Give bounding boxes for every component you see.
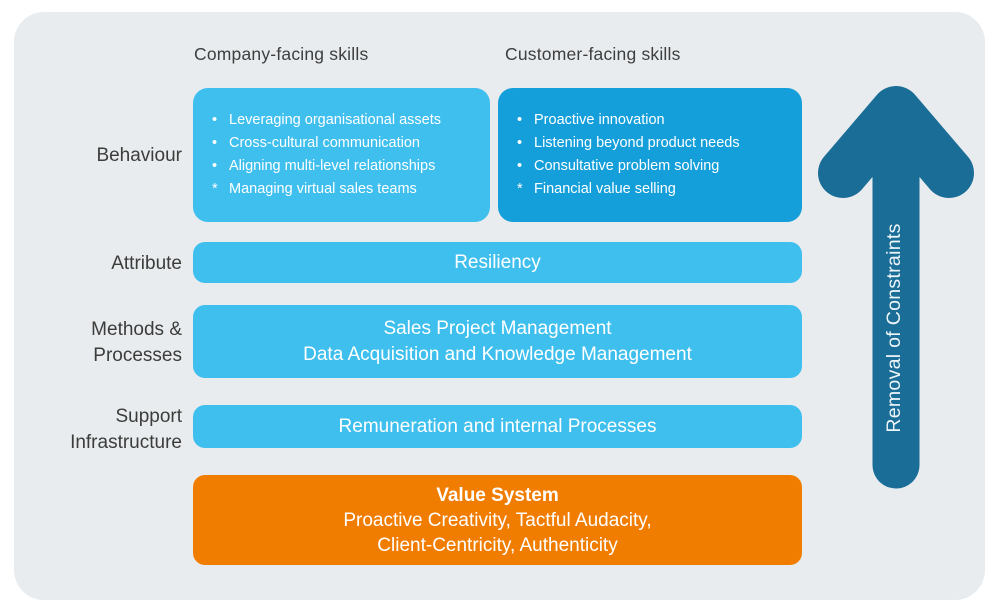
list-item-text: Aligning multi-level relationships (229, 158, 436, 174)
value-system-line2: Client-Centricity, Authenticity (377, 534, 618, 556)
support-infrastructure-box: Remuneration and internal Processes (193, 405, 802, 448)
arrow-up-icon (818, 86, 974, 489)
side-label-methods-line2: Processes (93, 345, 182, 366)
list-item: * Financial value selling (517, 178, 796, 201)
asterisk-icon: * (517, 181, 523, 197)
list-item-text: Listening beyond product needs (534, 135, 740, 151)
list-item: • Cross-cultural communication (212, 132, 484, 155)
methods-box-line2: Data Acquisition and Knowledge Managemen… (303, 343, 692, 365)
list-item: * Managing virtual sales teams (212, 178, 484, 201)
behaviour-customer-skills-box: • Proactive innovation • Listening beyon… (498, 88, 802, 222)
list-item: • Listening beyond product needs (517, 132, 796, 155)
list-item-text: Financial value selling (534, 181, 676, 197)
side-label-support-infrastructure: Support Infrastructure (0, 404, 182, 456)
column-header-customer-facing: Customer-facing skills (505, 44, 681, 64)
side-label-attribute: Attribute (111, 253, 182, 274)
value-system-line1: Proactive Creativity, Tactful Audacity, (343, 509, 652, 531)
bullet-icon: • (212, 112, 218, 128)
list-item-text: Proactive innovation (534, 112, 665, 128)
asterisk-icon: * (212, 181, 218, 197)
bullet-icon: • (517, 112, 523, 128)
side-label-support-line1: Support (115, 406, 182, 427)
attribute-resiliency-box: Resiliency (193, 242, 802, 283)
arrow-label: Removal of Constraints (883, 223, 905, 433)
list-item-text: Leveraging organisational assets (229, 112, 441, 128)
side-label-support-line2: Infrastructure (70, 432, 182, 453)
column-header-company-facing: Company-facing skills (194, 44, 369, 64)
bullet-icon: • (517, 158, 523, 174)
bullet-icon: • (517, 135, 523, 151)
attribute-box-text: Resiliency (454, 251, 541, 273)
removal-of-constraints-arrow (812, 78, 980, 494)
list-item-text: Cross-cultural communication (229, 135, 420, 151)
list-item: • Aligning multi-level relationships (212, 155, 484, 178)
list-item: • Leveraging organisational assets (212, 109, 484, 132)
bullet-icon: • (212, 135, 218, 151)
side-label-behaviour: Behaviour (96, 145, 182, 166)
bullet-icon: • (212, 158, 218, 174)
methods-processes-box: Sales Project Management Data Acquisitio… (193, 305, 802, 378)
side-label-methods-line1: Methods & (91, 319, 182, 340)
side-label-methods-processes: Methods & Processes (0, 317, 182, 369)
methods-box-line1: Sales Project Management (383, 317, 612, 339)
value-system-title: Value System (436, 484, 559, 506)
list-item: • Proactive innovation (517, 109, 796, 132)
support-box-text: Remuneration and internal Processes (338, 415, 657, 437)
behaviour-company-skills-box: • Leveraging organisational assets • Cro… (193, 88, 490, 222)
list-item-text: Managing virtual sales teams (229, 181, 417, 197)
list-item-text: Consultative problem solving (534, 158, 720, 174)
list-item: • Consultative problem solving (517, 155, 796, 178)
value-system-box: Value System Proactive Creativity, Tactf… (193, 475, 802, 565)
